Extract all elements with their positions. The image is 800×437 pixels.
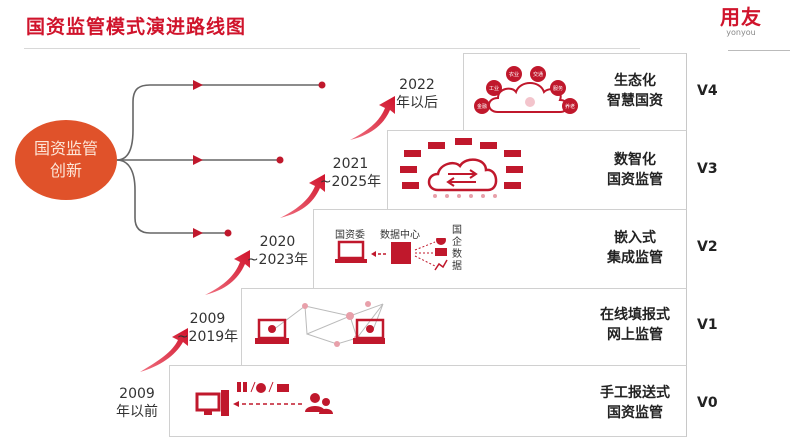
stage-label-v0: 手工报送式 国资监管 bbox=[600, 385, 670, 421]
period-v4: 2022 年以后 bbox=[396, 77, 438, 111]
label-soe-data: 国 企 数 据 bbox=[452, 225, 462, 272]
innovation-line1: 国资监管 bbox=[33, 139, 98, 158]
period-v0: 2009 年以前 bbox=[116, 386, 158, 420]
label-sasac: 国资委 bbox=[335, 230, 365, 241]
logo-chinese: 用友 bbox=[720, 5, 762, 29]
period-v2: 2020 ~2023年 bbox=[246, 234, 309, 268]
label-data-center: 数据中心 bbox=[380, 230, 420, 241]
logo-divider bbox=[728, 50, 790, 51]
version-v2: V2 bbox=[697, 239, 718, 255]
innovation-node: 国资监管 创新 bbox=[15, 120, 117, 200]
version-v4: V4 bbox=[697, 83, 718, 99]
svg-text:农业: 农业 bbox=[509, 71, 519, 78]
manual-report-icon bbox=[195, 381, 333, 416]
laptop-network-icon bbox=[255, 301, 385, 347]
data-center-flow-icon bbox=[335, 238, 448, 271]
stage-label-v2: 嵌入式 集成监管 bbox=[607, 230, 663, 266]
svg-text:交通: 交通 bbox=[533, 71, 543, 78]
svg-text:养老: 养老 bbox=[565, 103, 575, 110]
stage-label-v1: 在线填报式 网上监管 bbox=[600, 307, 670, 343]
svg-text:服务: 服务 bbox=[553, 85, 563, 92]
version-v1: V1 bbox=[697, 317, 718, 333]
version-v3: V3 bbox=[697, 161, 718, 177]
yonyou-logo: 用友 yonyou bbox=[720, 6, 762, 37]
version-v0: V0 bbox=[697, 395, 718, 411]
innovation-line2: 创新 bbox=[49, 161, 82, 180]
period-v1: 2009 ~2019年 bbox=[176, 311, 239, 345]
stage-label-v3: 数智化 国资监管 bbox=[607, 152, 663, 188]
logo-english: yonyou bbox=[726, 28, 756, 37]
stage-label-v4: 生态化 智慧国资 bbox=[607, 73, 663, 109]
svg-text:金融: 金融 bbox=[477, 103, 487, 110]
title-divider bbox=[24, 48, 640, 49]
period-v3: 2021 ~2025年 bbox=[319, 156, 382, 190]
page-title: 国资监管模式演进路线图 bbox=[26, 16, 247, 38]
svg-text:工业: 工业 bbox=[489, 85, 499, 92]
stage-box-v2 bbox=[313, 209, 687, 289]
cloud-exchange-icon bbox=[400, 138, 523, 198]
